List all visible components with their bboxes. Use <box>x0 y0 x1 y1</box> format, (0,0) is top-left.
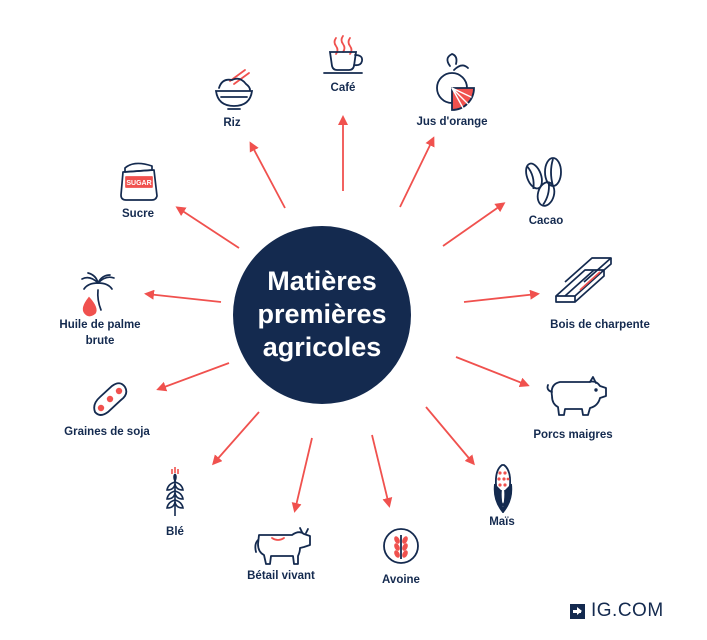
center-title-line-3: agricoles <box>262 332 382 362</box>
arrow-betail <box>291 437 313 513</box>
label-cacao: Cacao <box>528 215 564 227</box>
lumber-icon <box>555 257 612 303</box>
label-riz: Riz <box>223 117 241 129</box>
arrow-jus-orange <box>399 136 435 208</box>
oat-icon <box>383 528 419 564</box>
soybean-icon <box>93 382 128 416</box>
arrow-cacao <box>442 202 506 247</box>
wheat-icon <box>166 467 184 516</box>
arrow-soja <box>156 362 230 392</box>
center-circle <box>233 226 411 404</box>
label-sucre: Sucre <box>122 208 154 220</box>
label-betail: Bétail vivant <box>247 570 315 582</box>
orange-icon <box>436 53 475 111</box>
label-porcs: Porcs maigres <box>533 429 613 441</box>
cow-icon <box>254 527 311 565</box>
label-palme: Huile de palme brute <box>59 319 141 347</box>
palm-oil-icon <box>81 272 115 317</box>
label-ble: Blé <box>166 526 184 538</box>
brand-logo: IG.COM <box>570 600 664 622</box>
arrow-mais <box>425 406 475 466</box>
sugar-bag-icon: SUGAR <box>120 162 158 201</box>
arrow-palme <box>144 289 222 303</box>
brand-name: IG.COM <box>591 600 664 621</box>
label-mais: Maïs <box>489 516 515 528</box>
arrow-bois <box>463 289 540 303</box>
arrow-riz <box>249 141 286 209</box>
center-title-line-1: Matières <box>267 266 377 296</box>
label-jus-orange: Jus d'orange <box>416 116 488 128</box>
arrow-avoine <box>371 434 393 508</box>
ig-arrow-icon <box>570 603 585 619</box>
label-avoine: Avoine <box>382 574 420 586</box>
label-cafe: Café <box>330 82 356 94</box>
center-title: Matières premières agricoles <box>232 265 412 364</box>
rice-bowl-icon <box>214 69 254 110</box>
center-title-line-2: premières <box>257 299 387 329</box>
pig-icon <box>546 376 607 416</box>
arrow-porcs <box>455 356 530 388</box>
arrow-sucre <box>175 206 240 249</box>
label-soja: Graines de soja <box>64 426 150 438</box>
sugar-bag-text: SUGAR <box>126 180 151 187</box>
corn-icon <box>493 464 513 513</box>
arrows-group <box>144 115 540 513</box>
coffee-cup-icon <box>323 35 364 74</box>
arrow-ble <box>212 411 260 466</box>
cocoa-beans-icon <box>525 157 562 207</box>
label-bois: Bois de charpente <box>550 319 650 331</box>
